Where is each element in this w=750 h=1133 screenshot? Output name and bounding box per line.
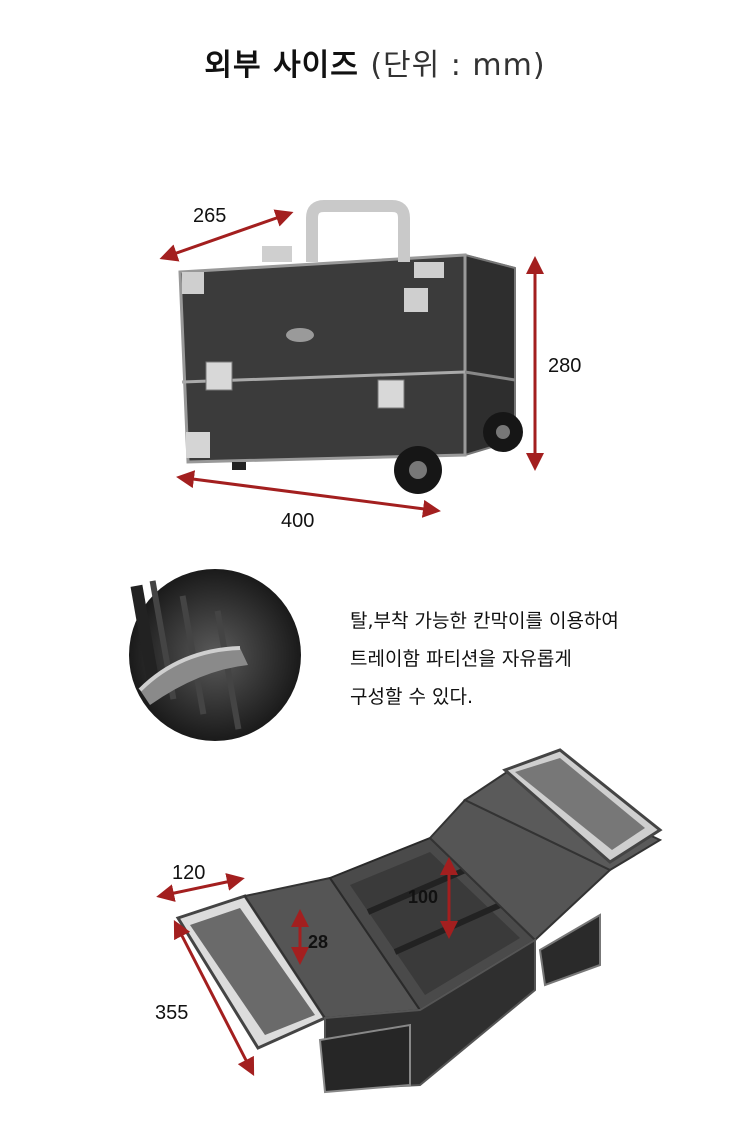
tray-height-label: 28 — [308, 932, 329, 952]
caption-line-1: 탈,부착 가능한 칸막이를 이용하여 — [350, 610, 619, 632]
open-case-image — [175, 748, 663, 1094]
partition-description: 탈,부착 가능한 칸막이를 이용하여 트레이함 파티션을 자유롭게 구성할 수 … — [350, 602, 730, 716]
tray-length-label: 355 — [155, 1002, 189, 1024]
title-main: 외부 사이즈 — [204, 48, 359, 83]
depth-dimension-label: 265 — [193, 205, 227, 227]
caption-line-2: 트레이함 파티션을 자유롭게 — [350, 648, 572, 670]
width-dimension-label: 400 — [281, 510, 315, 532]
tray-width-label: 120 — [172, 862, 206, 884]
caption-line-3: 구성할 수 있다. — [350, 686, 473, 708]
divider-closeup-image — [129, 569, 301, 741]
closed-case-image — [178, 200, 523, 494]
page-title: 외부 사이즈 (단위 : mm) — [0, 40, 750, 84]
title-unit: (단위 : mm) — [370, 48, 546, 83]
height-dimension-label: 280 — [548, 355, 582, 377]
bottom-height-label: 100 — [408, 887, 439, 907]
